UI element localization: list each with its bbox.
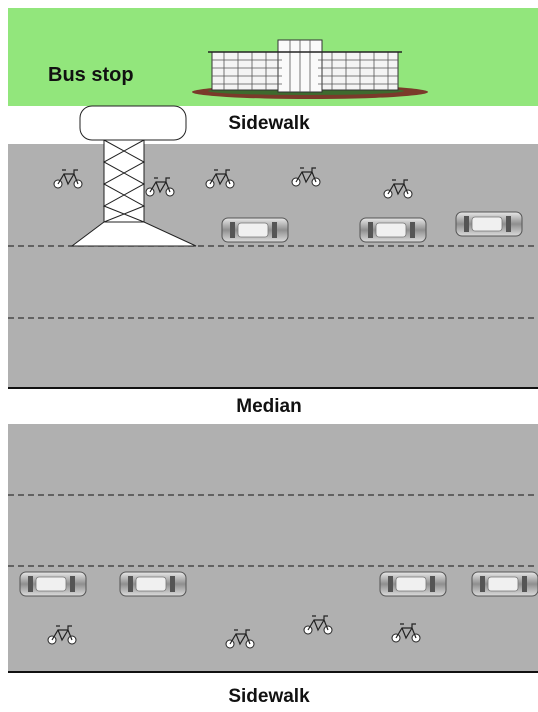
car-icon [20, 572, 86, 596]
car-icon [222, 218, 288, 242]
car-icon [472, 572, 538, 596]
car-icon [360, 218, 426, 242]
sidewalk-bottom-label: Sidewalk [0, 686, 538, 708]
road-north [8, 144, 538, 388]
road-south [8, 424, 538, 672]
car-icon [456, 212, 522, 236]
bus-stop-label: Bus stop [48, 64, 134, 87]
car-icon [380, 572, 446, 596]
median-label: Median [0, 396, 538, 418]
car-icon [120, 572, 186, 596]
sidewalk-top-label: Sidewalk [0, 113, 538, 135]
